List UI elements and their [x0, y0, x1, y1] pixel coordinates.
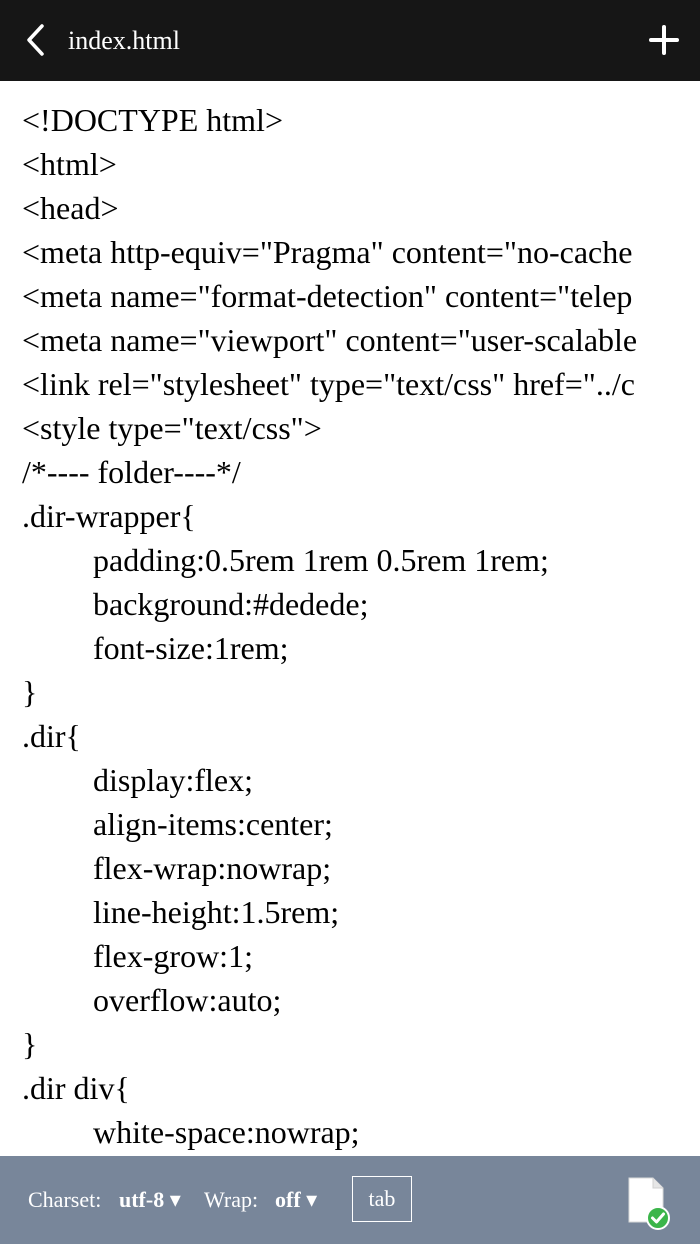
back-button[interactable] [14, 18, 58, 62]
tab-button[interactable]: tab [352, 1176, 412, 1222]
code-line: .dir div{ [22, 1070, 130, 1106]
code-line: <head> [22, 190, 119, 226]
code-line: .dir{ [22, 718, 81, 754]
code-line: background:#dedede; [93, 586, 369, 622]
header-bar: index.html [0, 0, 700, 81]
code-line: .dir-wrapper{ [22, 498, 196, 534]
bottom-toolbar: Charset: utf-8 ▾ Wrap: off ▾ tab [0, 1156, 700, 1244]
charset-label: Charset: [28, 1187, 102, 1212]
code-line: padding:0.5rem 1rem 0.5rem 1rem; [93, 542, 549, 578]
add-button[interactable] [642, 18, 686, 62]
code-line: /*---- folder----*/ [22, 454, 241, 490]
code-line: <meta http-equiv="Pragma" content="no-ca… [22, 234, 633, 270]
code-line: overflow:auto; [93, 982, 282, 1018]
code-line: <html> [22, 146, 117, 182]
code-line: flex-grow:1; [93, 938, 253, 974]
code-line: display:flex; [93, 762, 253, 798]
plus-icon [649, 25, 679, 55]
code-line: font-size:1rem; [93, 630, 289, 666]
code-line: <style type="text/css"> [22, 410, 322, 446]
code-line: align-items:center; [93, 806, 333, 842]
code-line: } [22, 1026, 38, 1062]
code-line: } [22, 674, 38, 710]
chevron-left-icon [27, 24, 44, 56]
code-line: <meta name="format-detection" content="t… [22, 278, 633, 314]
wrap-select[interactable]: off ▾ [275, 1187, 318, 1212]
code-lines: <!DOCTYPE html> <html> <head> <meta http-eq… [22, 98, 637, 1154]
wrap-label: Wrap: [204, 1187, 259, 1212]
code-line: <meta name="viewport" content="user-scal… [22, 322, 638, 358]
file-saved-check-icon [628, 1177, 670, 1230]
code-line: white-space:nowrap; [93, 1114, 360, 1150]
code-editor[interactable]: <!DOCTYPE html> <html> <head> <meta http-eq… [0, 81, 700, 1156]
charset-select[interactable]: utf-8 ▾ [119, 1187, 181, 1212]
file-title: index.html [68, 26, 180, 55]
save-button[interactable] [626, 1176, 672, 1230]
code-line: <!DOCTYPE html> [22, 102, 283, 138]
code-line: flex-wrap:nowrap; [93, 850, 332, 886]
code-line: line-height:1.5rem; [93, 894, 340, 930]
code-line: <link rel="stylesheet" type="text/css" h… [22, 366, 635, 402]
